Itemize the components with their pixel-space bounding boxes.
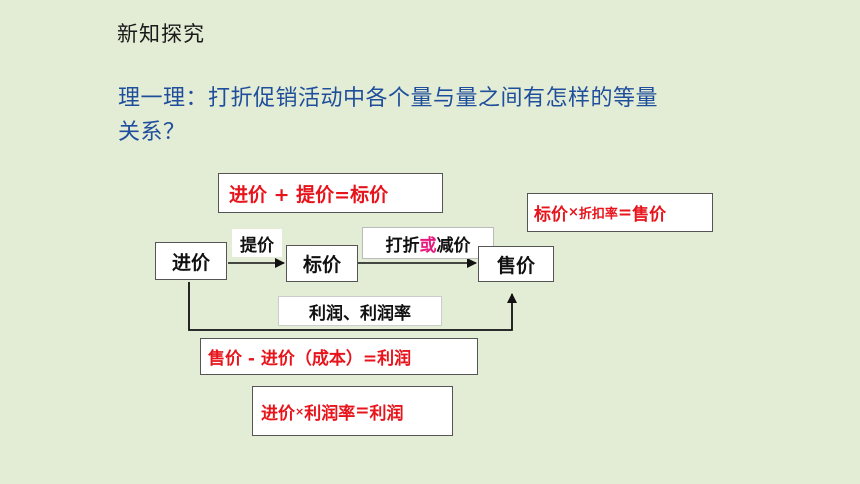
- formula-profit-rate-part1: 进价: [261, 403, 295, 424]
- node-marked-price: 标价: [286, 245, 358, 282]
- node-cost-price-text: 进价: [171, 251, 210, 274]
- node-cost-price: 进价: [155, 242, 227, 280]
- formula-sale-price-part2: 折扣率: [578, 207, 618, 222]
- formula-profit: 售价 - 进价（成本）=利润: [200, 338, 478, 375]
- formula-profit-rate-part3: 利润: [369, 403, 404, 424]
- formula-markup: 进价 + 提价=标价: [218, 173, 443, 213]
- node-marked-price-text: 标价: [302, 254, 341, 276]
- node-sale-price-text: 售价: [496, 254, 535, 277]
- question-line-2: 关系？: [118, 120, 186, 145]
- formula-sale-price-part3: 售价: [632, 205, 667, 225]
- edge-label-discount-part2: 减价: [436, 235, 471, 256]
- edge-label-profit: 利润、利润率: [278, 296, 442, 326]
- formula-markup-text: 进价 + 提价=标价: [229, 183, 389, 206]
- edge-label-discount: 打折 或 减价: [362, 227, 494, 259]
- edge-label-discount-part1: 打折: [385, 235, 420, 256]
- question-text: 理一理：打折促销活动中各个量与量之间有怎样的等量 关系？: [118, 82, 738, 150]
- edge-label-markup: 提价: [232, 229, 282, 257]
- formula-sale-price-part1: 标价: [534, 205, 568, 225]
- formula-profit-text: 售价 - 进价（成本）=利润: [208, 349, 412, 369]
- question-line-1: 理一理：打折促销活动中各个量与量之间有怎样的等量: [118, 86, 659, 111]
- formula-profit-rate-part2: 利润率: [304, 403, 356, 424]
- node-sale-price: 售价: [478, 246, 554, 282]
- formula-profit-rate-op: ×: [295, 404, 305, 418]
- formula-sale-price-eq: =: [617, 202, 633, 223]
- formula-profit-rate: 进价 × 利润率 = 利润: [252, 386, 453, 436]
- formula-sale-price: 标价 × 折扣率 = 售价: [527, 193, 713, 232]
- section-title: 新知探究: [117, 22, 205, 46]
- edge-label-markup-text: 提价: [240, 235, 274, 256]
- arrow-cost-to-sale: [188, 282, 517, 331]
- edge-label-discount-or: 或: [419, 235, 437, 256]
- formula-profit-rate-eq: =: [355, 401, 370, 421]
- formula-sale-price-op: ×: [568, 205, 579, 220]
- edge-label-profit-text: 利润、利润率: [309, 303, 411, 324]
